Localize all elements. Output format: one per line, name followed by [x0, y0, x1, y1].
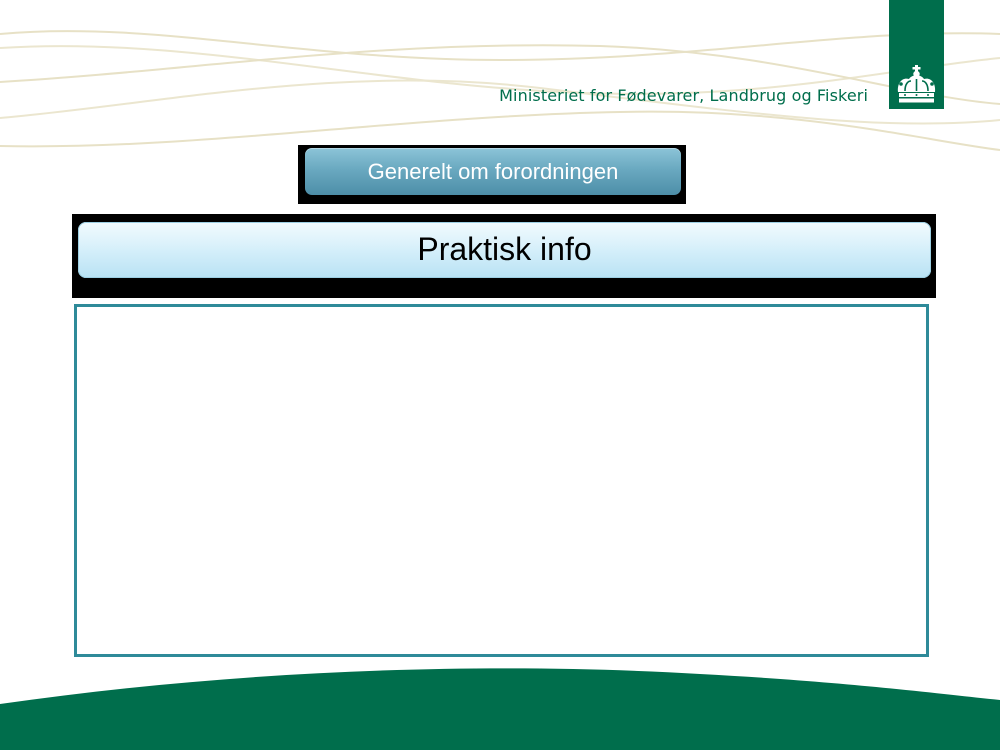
slide-title: Praktisk info	[78, 222, 931, 278]
section-tab-button[interactable]: Generelt om forordningen	[305, 148, 681, 195]
footer-green-band	[0, 668, 1000, 750]
ministry-logo	[889, 0, 944, 109]
ministry-name: Ministeriet for Fødevarer, Landbrug og F…	[499, 86, 868, 105]
crown-icon	[897, 65, 936, 103]
content-area	[74, 304, 929, 657]
header-wave-decoration	[0, 30, 1000, 151]
